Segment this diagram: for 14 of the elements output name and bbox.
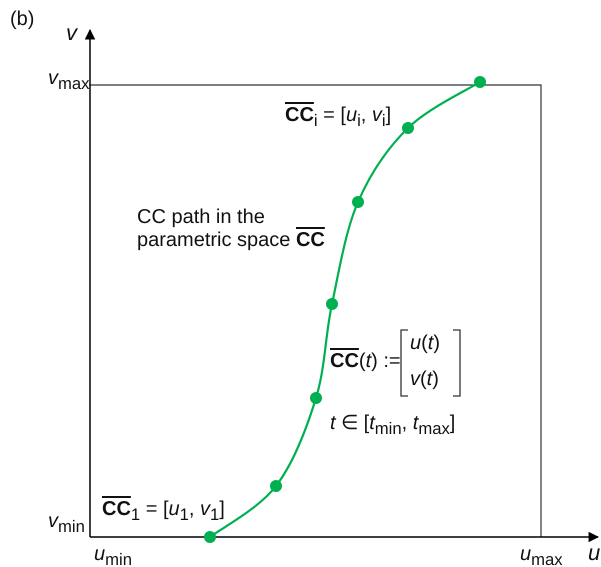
axis-label: v — [66, 20, 77, 46]
equation: CC$_{1}$ = [u$_{1}$, v$_{1}$] — [102, 498, 225, 524]
tick-label: v$_{max}$ — [48, 67, 90, 94]
equation: u(t) — [410, 332, 440, 355]
equation: v(t) — [410, 368, 439, 391]
tick-label: v$_{min}$ — [48, 510, 85, 536]
tick-label: u$_{max}$ — [520, 543, 563, 567]
panel-label: (b) — [10, 8, 34, 31]
equation: CC$_{i}$ = [u$_{i}$, v$_{i}$] — [285, 104, 392, 130]
equation: t ∈ [t$_{min}$, t$_{max}$] — [330, 412, 456, 438]
tick-label: u$_{min}$ — [94, 543, 132, 567]
equation: CC(t) := — [330, 350, 401, 373]
annotation-text: CC path in the parametric space CC — [137, 206, 326, 252]
axis-label: u — [588, 540, 600, 566]
